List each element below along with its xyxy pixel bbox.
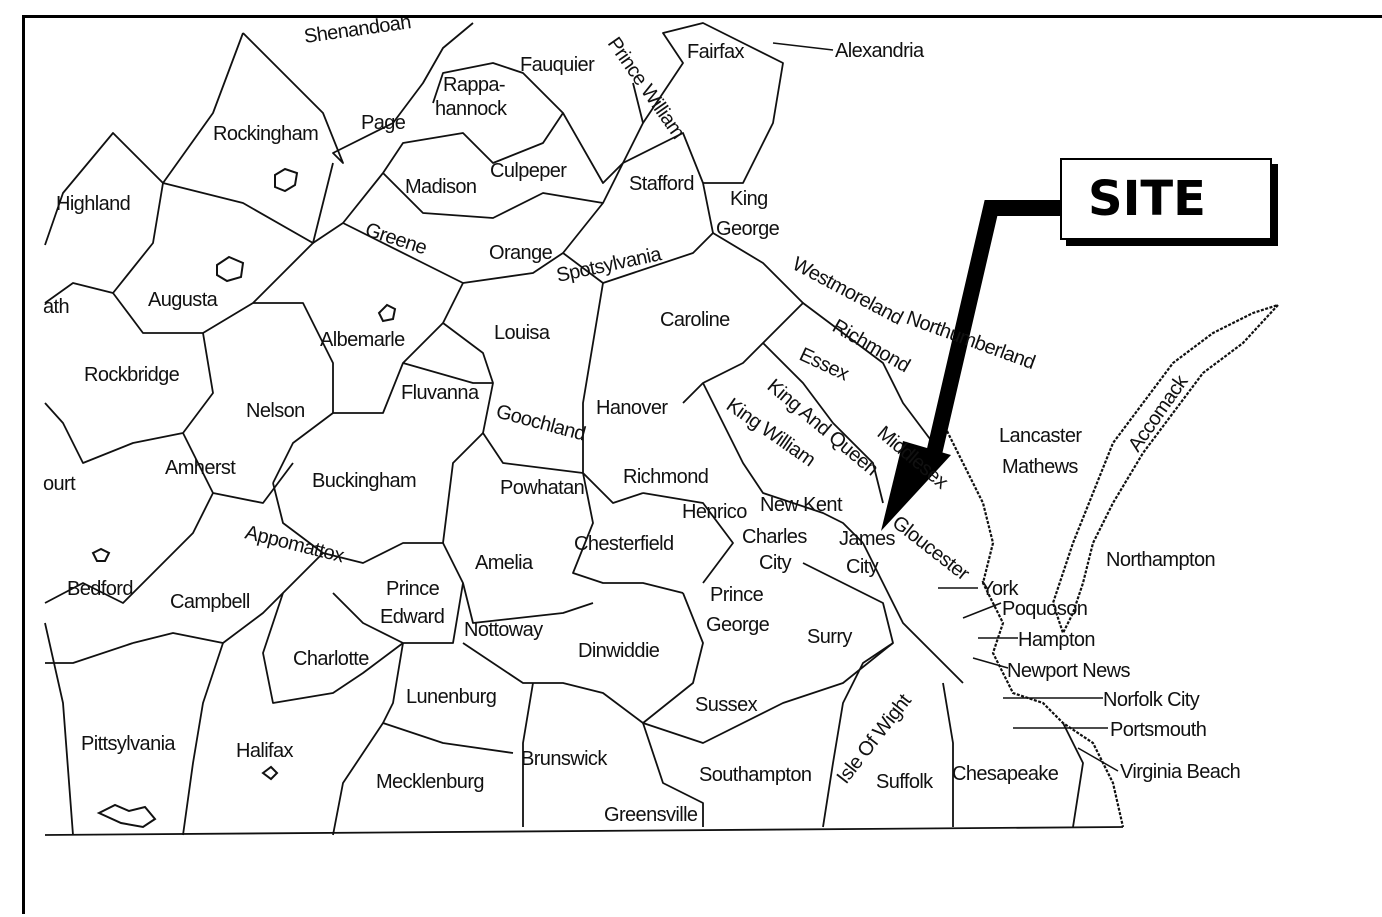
- eastern-shore-coast: [1051, 302, 1282, 636]
- leader-lines: [772, 42, 1119, 772]
- label-augusta: Augusta: [148, 289, 219, 311]
- label-prince-edward-2: Edward: [380, 606, 444, 628]
- label-norfolk-city: Norfolk City: [1103, 689, 1200, 711]
- label-prince-george-1: Prince: [710, 584, 764, 606]
- label-greensville: Greensville: [604, 804, 698, 826]
- label-stafford: Stafford: [629, 173, 694, 195]
- label-albemarle: Albemarle: [320, 329, 405, 351]
- county-labels: Shenandoah Fauquier Fairfax Alexandria P…: [43, 18, 1241, 826]
- label-northampton: Northampton: [1106, 549, 1215, 571]
- label-bedford: Bedford: [67, 578, 133, 600]
- label-portsmouth: Portsmouth: [1110, 719, 1206, 741]
- label-greene: Greene: [362, 219, 429, 260]
- label-appomattox: Appomattox: [243, 522, 347, 568]
- site-label: SITE: [1088, 171, 1206, 227]
- label-prince-william: Prince William: [603, 33, 689, 143]
- label-lancaster: Lancaster: [999, 425, 1082, 447]
- label-chesapeake: Chesapeake: [952, 763, 1059, 785]
- label-suffolk: Suffolk: [876, 771, 934, 793]
- label-newport-news: Newport News: [1007, 660, 1130, 682]
- label-charles-city-1: Charles: [742, 526, 807, 548]
- label-prince-george-2: George: [706, 614, 770, 636]
- label-york: York: [981, 578, 1019, 600]
- label-fairfax: Fairfax: [687, 41, 745, 63]
- label-henrico: Henrico: [682, 501, 747, 523]
- site-arrow: [881, 200, 1065, 531]
- label-mecklenburg: Mecklenburg: [376, 771, 484, 793]
- label-essex: Essex: [796, 344, 852, 386]
- label-hampton: Hampton: [1018, 629, 1095, 651]
- label-madison: Madison: [405, 176, 476, 198]
- label-louisa: Louisa: [494, 322, 551, 344]
- label-alexandria: Alexandria: [835, 40, 925, 62]
- label-dinwiddie: Dinwiddie: [578, 640, 660, 662]
- label-charles-city-2: City: [759, 552, 792, 574]
- label-pittsylvania: Pittsylvania: [81, 733, 176, 755]
- label-brunswick: Brunswick: [521, 748, 608, 770]
- site-callout: SITE: [1060, 158, 1272, 240]
- county-map: Shenandoah Fauquier Fairfax Alexandria P…: [43, 18, 1282, 836]
- label-buckingham: Buckingham: [312, 470, 416, 492]
- label-shenandoah: Shenandoah: [303, 18, 412, 48]
- label-rappahannock-2: hannock: [435, 98, 508, 120]
- label-bedford-partial: ourt: [43, 473, 76, 495]
- county-boundaries: [44, 22, 1124, 836]
- label-prince-edward-1: Prince: [386, 578, 440, 600]
- label-culpeper: Culpeper: [490, 160, 567, 182]
- label-rappahannock-1: Rappa-: [443, 74, 505, 96]
- label-mathews: Mathews: [1002, 456, 1078, 478]
- label-chesterfield: Chesterfield: [574, 533, 674, 555]
- label-goochland: Goochland: [494, 401, 588, 446]
- label-fluvanna: Fluvanna: [401, 382, 480, 404]
- label-amelia: Amelia: [475, 552, 534, 574]
- label-southampton: Southampton: [699, 764, 811, 786]
- label-new-kent: New Kent: [760, 494, 843, 516]
- label-king-george-2: George: [716, 218, 780, 240]
- label-highland: Highland: [56, 193, 130, 215]
- label-campbell: Campbell: [170, 591, 250, 613]
- label-page: Page: [361, 112, 406, 134]
- map-frame: Shenandoah Fauquier Fairfax Alexandria P…: [22, 15, 1382, 914]
- label-lunenburg: Lunenburg: [406, 686, 496, 708]
- lakes: [91, 167, 397, 829]
- label-fauquier: Fauquier: [520, 54, 595, 76]
- label-king-george-1: King: [730, 188, 768, 210]
- label-richmond-city: Richmond: [623, 466, 708, 488]
- label-westmoreland: Westmoreland: [789, 253, 906, 329]
- label-charlotte: Charlotte: [293, 648, 369, 670]
- label-james-city-1: James: [839, 528, 896, 550]
- label-hanover: Hanover: [596, 397, 668, 419]
- label-poquoson: Poquoson: [1002, 598, 1087, 620]
- label-powhatan: Powhatan: [500, 477, 584, 499]
- label-halifax: Halifax: [236, 740, 294, 762]
- label-amherst: Amherst: [165, 457, 236, 479]
- label-virginia-beach: Virginia Beach: [1120, 761, 1240, 783]
- label-nelson: Nelson: [246, 400, 305, 422]
- label-caroline: Caroline: [660, 309, 730, 331]
- label-sussex: Sussex: [695, 694, 758, 716]
- label-bath-partial: ath: [43, 296, 69, 318]
- label-gloucester: Gloucester: [888, 512, 974, 586]
- label-rockingham: Rockingham: [213, 123, 318, 145]
- chesapeake-coast: [942, 422, 1125, 828]
- label-rockbridge: Rockbridge: [84, 364, 180, 386]
- label-nottoway: Nottoway: [464, 619, 543, 641]
- label-james-city-2: City: [846, 556, 879, 578]
- label-surry: Surry: [807, 626, 852, 648]
- label-orange: Orange: [489, 242, 553, 264]
